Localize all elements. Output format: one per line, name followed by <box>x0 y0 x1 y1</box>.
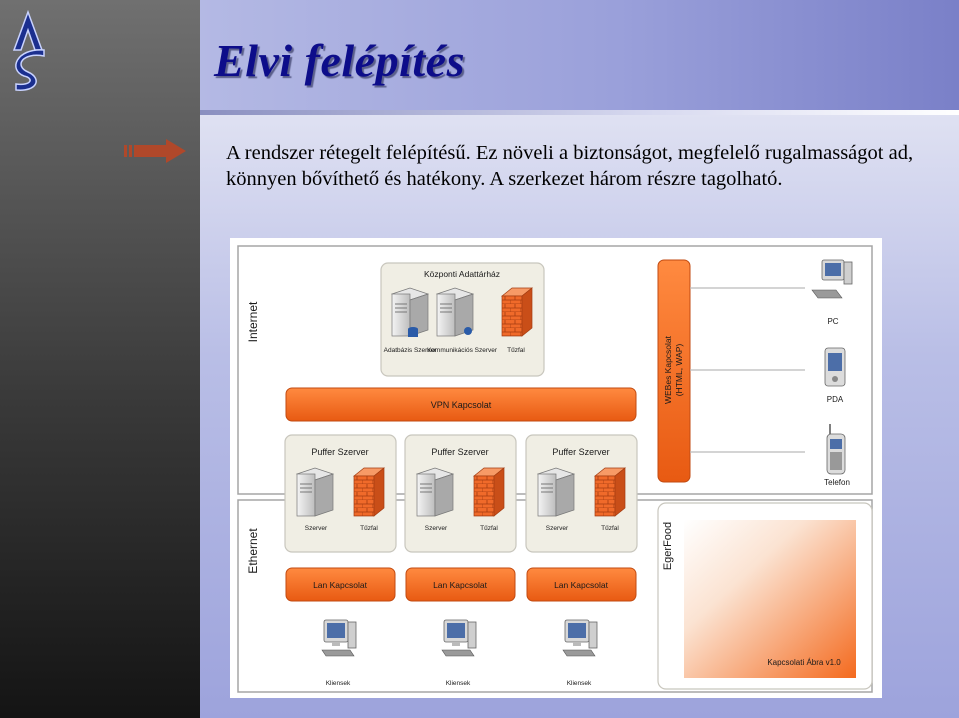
buffer-2-firewall-icon <box>473 467 505 517</box>
egerfood-label: EgerFood <box>662 522 674 570</box>
version-label: Kapcsolati Ábra v1.0 <box>767 658 841 667</box>
web-sub-label: (HTML, WAP) <box>674 344 684 397</box>
central-data-warehouse: Központi Adattárház Adatbázis Szerver Ko… <box>380 262 545 377</box>
clients-1-label: Kliensek <box>326 680 351 687</box>
vpn-label: VPN Kapcsolat <box>431 400 492 410</box>
buffer-3-firewall-icon <box>594 467 626 517</box>
egerfood-panel: EgerFood Kapcsolati Ábra v1.0 <box>657 502 873 690</box>
central-item-3: Tűzfal <box>507 347 525 354</box>
lan-1-label: Lan Kapcsolat <box>313 580 368 590</box>
buffer-2-firewall-label: Tűzfal <box>480 525 498 532</box>
buffer-1-server-icon <box>296 467 334 517</box>
left-sidebar <box>0 0 200 718</box>
central-firewall-icon <box>501 287 533 337</box>
buffer-2-server-label: Szerver <box>425 525 448 532</box>
web-connection-bar: WEBes Kapcsolat (HTML, WAP) <box>657 259 691 483</box>
buffer-3-firewall-label: Tűzfal <box>601 525 619 532</box>
central-title: Központi Adattárház <box>424 269 500 279</box>
device-pc-label: PC <box>827 317 838 326</box>
buffer-1-firewall-label: Tűzfal <box>360 525 378 532</box>
central-item-1: Adatbázis Szerver <box>384 347 438 354</box>
buffer-3-server-label: Szerver <box>546 525 569 532</box>
buffer-2-title: Puffer Szerver <box>431 447 488 457</box>
network-diagram: Internet Ethernet Központi Adattárház Ad… <box>230 238 882 698</box>
lan-2-label: Lan Kapcsolat <box>433 580 488 590</box>
buffer-1-server-label: Szerver <box>305 525 328 532</box>
clients-2-label: Kliensek <box>446 680 471 687</box>
lan-bar-2 <box>405 567 516 602</box>
buffer-2-server-icon <box>416 467 454 517</box>
internet-label: Internet <box>246 301 260 342</box>
web-label: WEBes Kapcsolat <box>663 335 673 404</box>
central-item-2: Kommunikációs Szerver <box>427 347 498 354</box>
ethernet-label: Ethernet <box>246 528 260 574</box>
buffer-3-server-icon <box>537 467 575 517</box>
pc-icon <box>811 259 853 299</box>
clients-3-label: Kliensek <box>567 680 592 687</box>
buffer-1-firewall-icon <box>353 467 385 517</box>
title-band <box>200 0 959 112</box>
lan-bar-3 <box>526 567 637 602</box>
device-phone-label: Telefon <box>824 478 850 487</box>
device-pda-label: PDA <box>827 395 844 404</box>
pda-icon <box>824 347 846 387</box>
buffer-3-title: Puffer Szerver <box>552 447 609 457</box>
buffer-server-panel-1: Puffer Szerver Szerver Tűzfal <box>284 434 397 553</box>
buffer-server-panel-2: Puffer Szerver Szerver Tűzfal <box>404 434 517 553</box>
buffer-1-title: Puffer Szerver <box>311 447 368 457</box>
vpn-bar <box>285 387 637 422</box>
title-rule <box>200 110 959 115</box>
phone-icon <box>826 424 846 475</box>
right-arrow-icon <box>124 139 186 163</box>
lan-bar-1 <box>285 567 396 602</box>
slide-title: Elvi felépítés <box>214 35 465 86</box>
slide-body-text: A rendszer rétegelt felépítésű. Ez növel… <box>226 142 914 190</box>
buffer-server-panel-3: Puffer Szerver Szerver Tűzfal <box>525 434 638 553</box>
lan-3-label: Lan Kapcsolat <box>554 580 609 590</box>
as-logo-icon <box>12 10 45 91</box>
